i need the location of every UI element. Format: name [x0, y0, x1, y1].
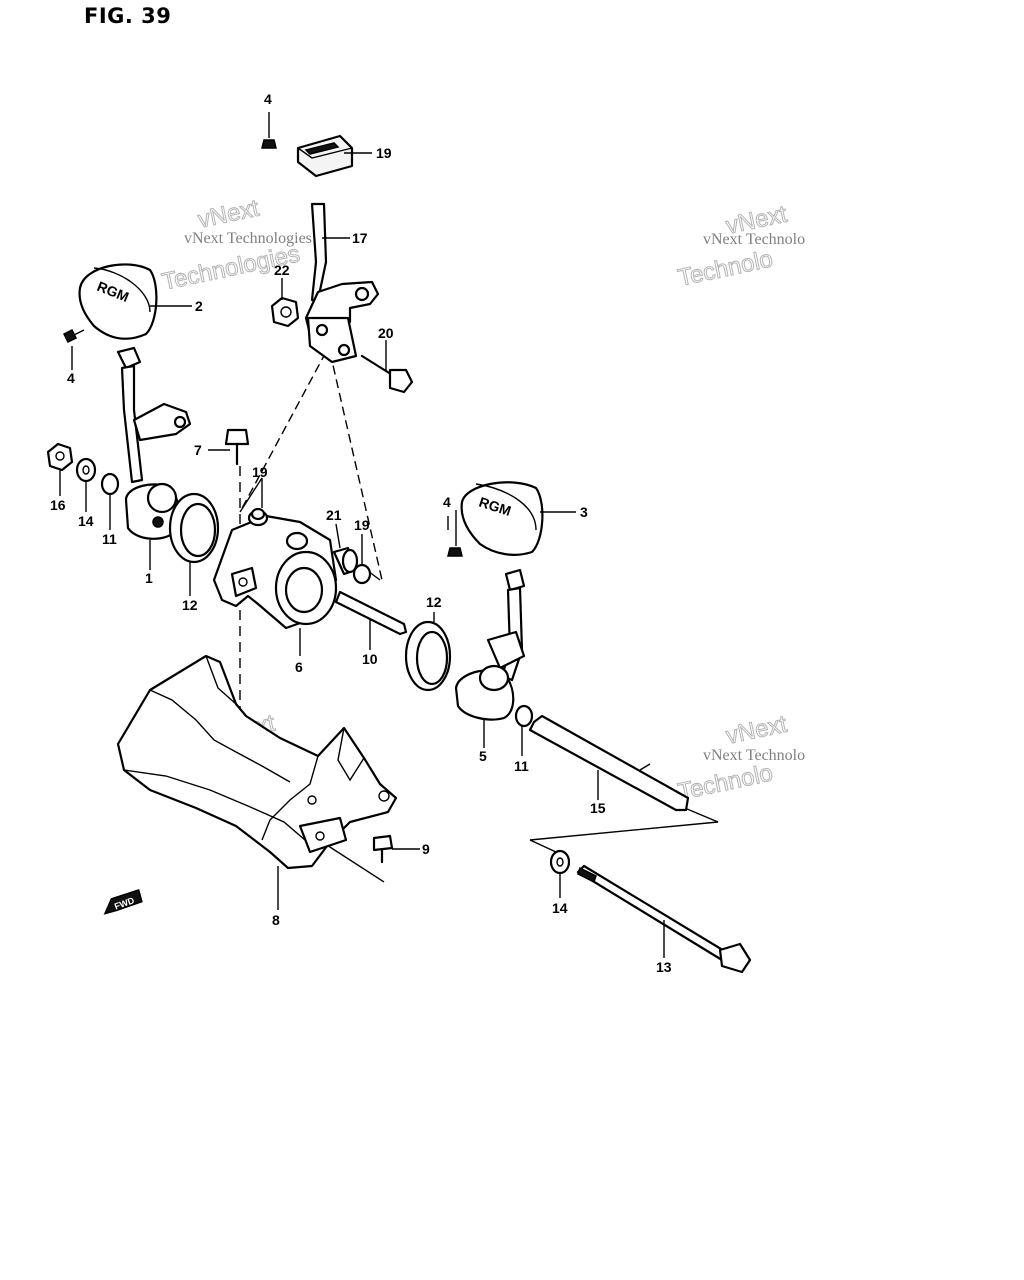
- part-11-clip-right: [514, 704, 534, 728]
- figure-title: FIG. 39: [84, 4, 172, 28]
- part-14-washer-right: [549, 849, 571, 875]
- part-12-seal-right: [404, 620, 452, 692]
- svg-text:vNext Technolo: vNext Technolo: [703, 747, 805, 764]
- callout-17: 17: [352, 230, 368, 246]
- svg-text:Technolo: Technolo: [676, 759, 776, 805]
- callout-21: 21: [326, 507, 342, 523]
- callout-16: 16: [50, 497, 66, 513]
- part-15-shaft: [528, 714, 690, 812]
- callout-19-right: 19: [354, 517, 370, 533]
- callout-22: 22: [274, 262, 290, 278]
- callout-1: 1: [145, 570, 153, 586]
- part-16-nut: [46, 442, 74, 472]
- callout-4-top: 4: [264, 91, 272, 107]
- callout-15: 15: [590, 800, 606, 816]
- watermark-top-right: vNext vNext Technolo Technolo: [675, 200, 805, 292]
- callout-5: 5: [479, 748, 487, 764]
- leader-lines: [59, 152, 665, 958]
- part-4-screw-left: [62, 328, 85, 344]
- part-20-bolt: [360, 354, 414, 394]
- svg-text:vNext: vNext: [724, 711, 790, 750]
- callout-11-left: 11: [102, 531, 117, 547]
- callout-4-left: 4: [67, 370, 75, 386]
- callout-3: 3: [580, 504, 588, 520]
- assembly-guide-lines: [239, 351, 719, 883]
- part-17-lever: [304, 202, 380, 364]
- svg-text:vNext Technolo: vNext Technolo: [703, 231, 805, 248]
- callout-19-left: 19: [252, 464, 268, 480]
- callout-4-right: 4: [443, 494, 451, 510]
- callout-13: 13: [656, 959, 672, 975]
- part-12-seal-left: [168, 492, 220, 564]
- callout-10: 10: [362, 651, 378, 667]
- part-13-long-bolt: [576, 864, 752, 974]
- callout-8: 8: [272, 912, 280, 928]
- part-4-screw-top: [261, 112, 277, 149]
- part-22-nut: [270, 296, 300, 328]
- part-19-ring-right: [352, 563, 372, 585]
- callout-7: 7: [194, 442, 202, 458]
- left-shift-lever: [116, 346, 192, 484]
- part-9-bolt: [372, 834, 394, 864]
- part-5-lever-boss: [454, 664, 515, 721]
- right-shift-lever: [486, 568, 526, 682]
- part-4-screw-right: [447, 510, 463, 557]
- fwd-arrow-icon: FWD: [103, 889, 143, 915]
- part-10-pin: [334, 590, 408, 636]
- callout-9: 9: [422, 841, 430, 857]
- callout-20: 20: [378, 325, 394, 341]
- callout-14-left: 14: [78, 513, 94, 529]
- part-19-ring-left: [250, 507, 266, 521]
- part-8-bracket: [116, 654, 398, 870]
- watermark-middle-right: vNext vNext Technolo Technolo: [675, 710, 805, 806]
- part-3-knob-right: RGM: [460, 481, 544, 556]
- svg-text:vNext: vNext: [196, 195, 262, 234]
- part-11-clip-left: [100, 472, 120, 496]
- part-7-bolt: [224, 428, 250, 466]
- part-6-housing: [212, 509, 338, 630]
- callout-2: 2: [195, 298, 203, 314]
- callout-6: 6: [295, 659, 303, 675]
- part-21-bushing: [332, 546, 359, 576]
- part-2-knob-left: RGM: [78, 263, 158, 340]
- part-18-pad: [296, 134, 354, 178]
- svg-text:Technolo: Technolo: [676, 245, 776, 291]
- watermark-top-left: vNext vNext Technologies Technologies: [159, 194, 312, 296]
- callout-labels: 19 4 17 22 2 4 20 7 19 16 14 11 1 12 21 …: [50, 91, 672, 975]
- callout-14-right: 14: [552, 900, 568, 916]
- callout-12-left: 12: [182, 597, 198, 613]
- callout-12-right: 12: [426, 594, 442, 610]
- svg-text:vNext Technologies: vNext Technologies: [184, 230, 312, 247]
- part-1-lever-boss: [124, 482, 180, 540]
- callout-11-right: 11: [514, 758, 529, 774]
- part-14-washer-left: [75, 457, 97, 483]
- callout-18: 19: [376, 145, 392, 161]
